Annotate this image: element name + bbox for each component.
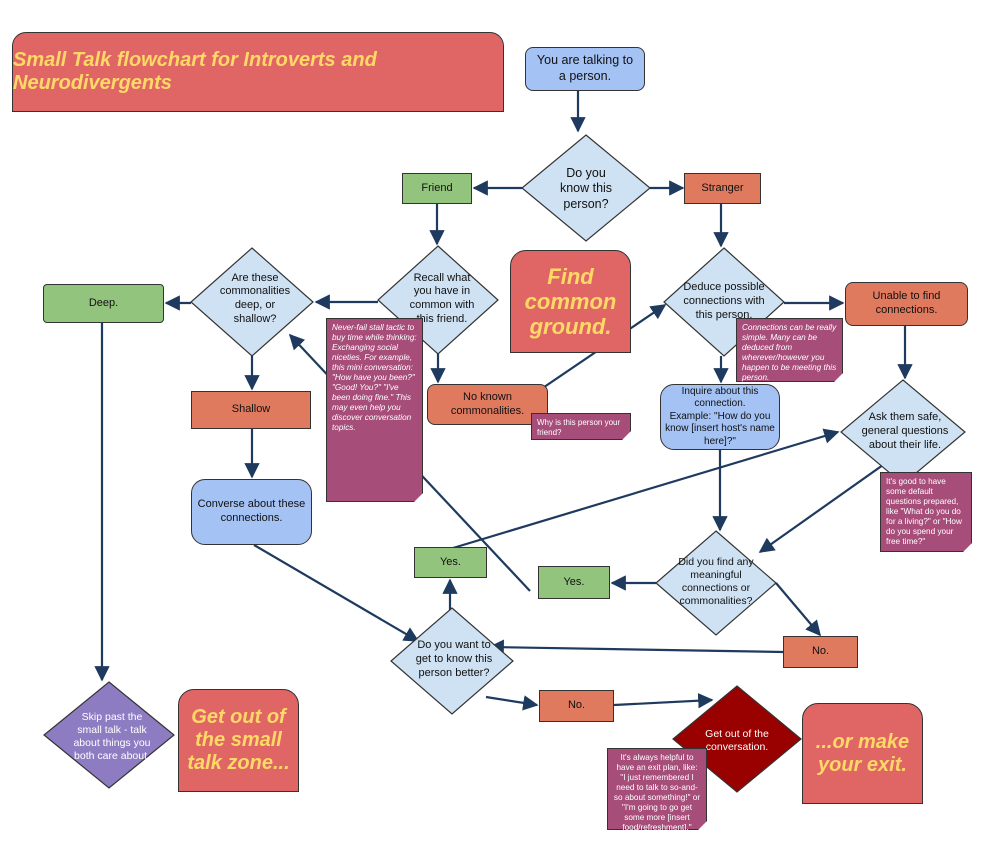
no-right-node: No. — [783, 636, 858, 668]
want-know-diamond-label: Do you want to get to know this person b… — [415, 639, 493, 679]
get-out-diamond-label: Get out of the conversation. — [705, 727, 769, 753]
no-bottom-node: No. — [539, 690, 614, 722]
converse-node: Converse about these connections. — [191, 479, 312, 545]
converse-label: Converse about these connections. — [197, 498, 306, 524]
get-out-small-talk-callout: Get out of the small talk zone... — [178, 689, 299, 792]
shallow-node: Shallow — [191, 391, 311, 429]
inquire-node: Inquire about this connection. Example: … — [660, 384, 780, 450]
did-find-diamond — [655, 530, 777, 636]
no-right-label: No. — [811, 645, 830, 658]
deduce-diamond-label: Deduce possible connections with this pe… — [683, 281, 765, 321]
inquire-label: Inquire about this connection. Example: … — [665, 385, 775, 447]
flowchart-title: Small Talk flowchart for Introverts and … — [12, 32, 504, 112]
why-friend-note: Why is this person your friend? — [531, 413, 631, 440]
stall-note: Never-fail stall tactic to buy time whil… — [326, 318, 423, 502]
did-find-diamond-label: Did you find any meaningful connections … — [678, 555, 754, 608]
skip-past-diamond-label: Skip past the small talk - talk about th… — [73, 710, 151, 763]
find-common-ground-callout: Find common ground. — [510, 250, 631, 353]
converse-to-want-know-arrow — [253, 544, 420, 642]
no-known-label: No known commonalities. — [450, 390, 525, 417]
commonalities-diamond-label: Are these commonalities deep, or shallow… — [219, 271, 291, 325]
commonalities-diamond — [190, 247, 314, 357]
unable-label: Unable to find connections. — [872, 290, 941, 316]
skip-past-diamond — [43, 681, 175, 789]
deep-node: Deep. — [43, 284, 164, 323]
simple-note: Connections can be really simple. Many c… — [736, 318, 843, 382]
start-node: You are talking to a person. — [525, 47, 645, 91]
yes-right-node: Yes. — [538, 566, 610, 599]
did-find-to-no-right-arrow — [775, 582, 821, 637]
yes-left-node: Yes. — [414, 547, 487, 578]
yes-right-label: Yes. — [563, 575, 585, 588]
recall-diamond-label: Recall what you have in common with this… — [409, 271, 475, 325]
default-questions-note: It's good to have some default questions… — [880, 472, 972, 552]
want-know-diamond — [390, 607, 514, 715]
yes-left-label: Yes. — [439, 555, 461, 568]
want-know-to-no-bottom-arrow — [485, 695, 539, 711]
no-known-node: No known commonalities. — [427, 384, 548, 425]
ask-safe-diamond-label: Ask them safe, general questions about t… — [861, 411, 949, 451]
yes-left-to-ask-arrow — [452, 428, 840, 550]
start-label: You are talking to a person. — [536, 53, 634, 83]
deep-label: Deep. — [88, 296, 119, 309]
exit-plan-note: It's always helpful to have an exit plan… — [607, 748, 707, 830]
unable-node: Unable to find connections. — [845, 282, 968, 326]
know-diamond — [521, 134, 651, 242]
know-diamond-label: Do you know this person? — [559, 165, 613, 211]
no-bottom-label: No. — [567, 699, 586, 712]
ask-to-did-find-arrow — [758, 459, 891, 553]
no-right-to-want-know-arrow — [488, 639, 784, 655]
shallow-label: Shallow — [231, 403, 271, 416]
stranger-node: Stranger — [684, 173, 761, 204]
friend-label: Friend — [421, 181, 453, 194]
no-bottom-to-get-out-arrow — [613, 693, 714, 709]
friend-node: Friend — [402, 173, 472, 204]
stranger-label: Stranger — [701, 181, 744, 194]
make-exit-callout: ...or make your exit. — [802, 703, 923, 804]
